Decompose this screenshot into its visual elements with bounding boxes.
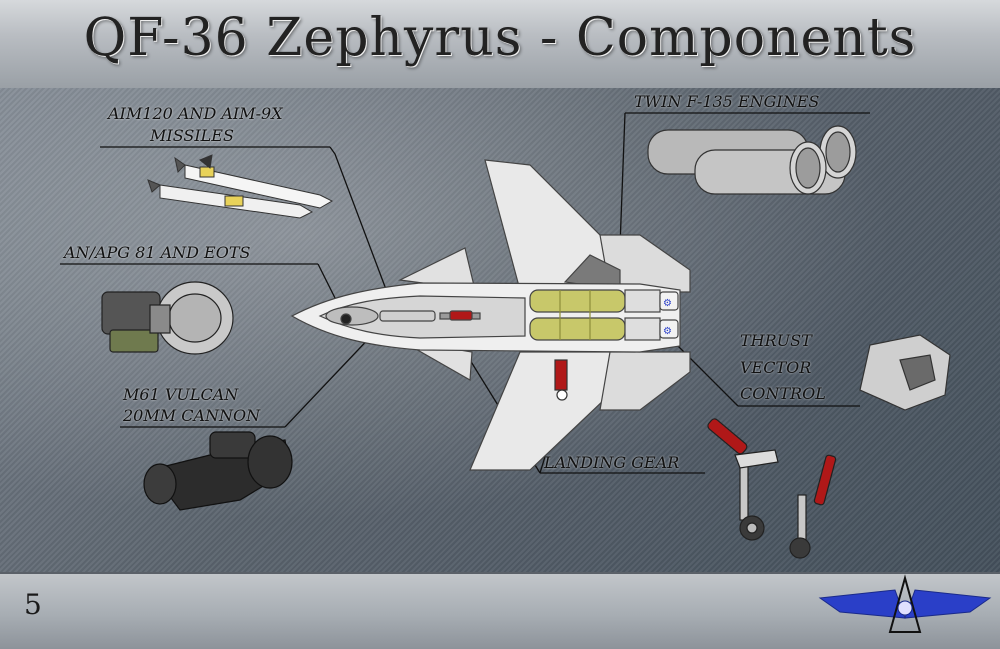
footer-band	[0, 572, 1000, 649]
svg-text:⚙: ⚙	[663, 298, 672, 309]
engines-label: TWIN F-135 ENGINES	[634, 92, 820, 111]
svg-text:⚙: ⚙	[663, 326, 672, 337]
missiles-label-line1: AIM120 AND AIM-9X	[108, 104, 283, 123]
cannon-label-line2: 20MM CANNON	[123, 406, 261, 425]
engines-illustration	[647, 125, 857, 195]
landing-gear-label: LANDING GEAR	[544, 453, 680, 472]
missiles-label-line2: MISSILES	[150, 126, 234, 145]
page-title: QF-36 Zephyrus - Components	[83, 8, 917, 68]
tvc-label-line1: THRUST	[740, 331, 812, 350]
radar-eots-illustration	[101, 281, 234, 355]
tvc-leader	[671, 339, 739, 407]
tvc-label-line2: VECTOR	[740, 358, 812, 377]
jet-cutaway: ⚙ ⚙	[290, 159, 691, 471]
cannon-leader	[284, 331, 376, 428]
radar-label: AN/APG 81 AND EOTS	[64, 243, 251, 262]
winged-logo	[818, 574, 992, 633]
tvc-illustration	[859, 334, 951, 411]
cannon-label-line1: M61 VULCAN	[123, 385, 239, 404]
landing-gear-illustration	[707, 418, 837, 559]
tvc-label-line3: CONTROL	[740, 384, 826, 403]
missiles-illustration	[147, 154, 334, 219]
leader-lines	[60, 112, 870, 474]
cannon-illustration	[143, 431, 293, 511]
page-number: 5	[24, 588, 42, 621]
missiles-leader	[329, 146, 391, 301]
